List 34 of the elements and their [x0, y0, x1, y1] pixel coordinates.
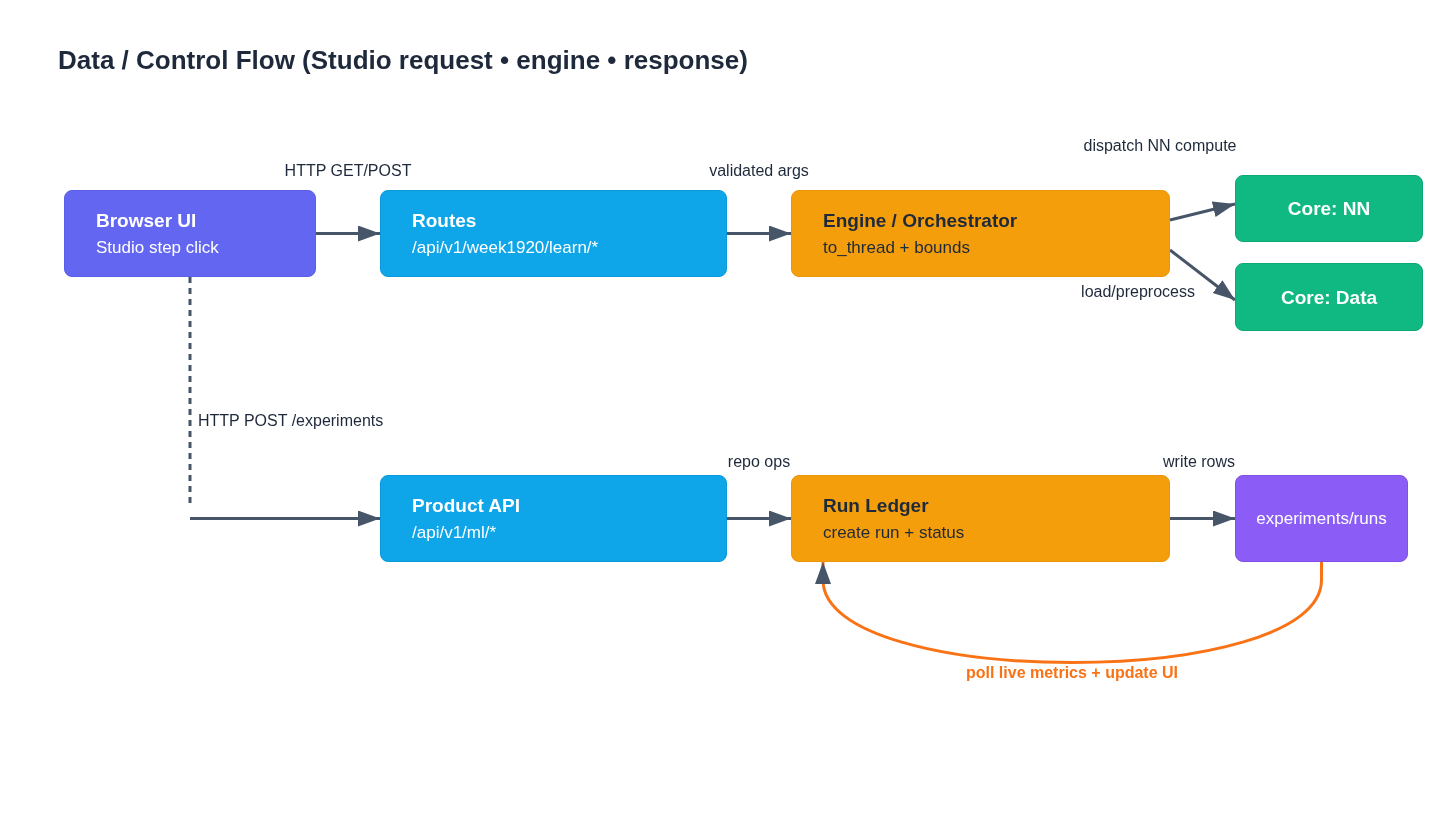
process-box — [64, 190, 316, 277]
arrow — [188, 277, 380, 527]
edge-label: dispatch NN compute — [1081, 136, 1239, 156]
process-box — [380, 190, 727, 277]
edge-label: load/preprocess — [1079, 282, 1197, 302]
process-box — [1235, 263, 1423, 331]
edge-label: validated args — [707, 161, 811, 181]
process-box — [791, 190, 1170, 277]
node-title: Engine / Orchestrator — [823, 208, 1018, 233]
process-box — [380, 475, 727, 562]
arrow — [727, 225, 791, 242]
node-subtitle: experiments/runs — [1256, 508, 1387, 530]
arrow — [316, 225, 380, 242]
node-title: Core: Data — [1280, 285, 1378, 310]
node-subtitle: /api/v1/week1920/learn/* — [412, 236, 599, 259]
node-title: Routes — [412, 208, 477, 233]
node-subtitle: Studio step click — [96, 236, 219, 259]
curved-arrow — [815, 562, 1323, 664]
node-subtitle: to_thread + bounds — [823, 236, 970, 259]
node-title: Core: NN — [1287, 197, 1371, 221]
process-box — [791, 475, 1170, 562]
diagram-title: Data / Control Flow (Studio request • engine • response) — [58, 44, 748, 77]
arrow — [1169, 201, 1236, 222]
process-box — [1235, 475, 1408, 562]
node-title: Run Ledger — [823, 493, 929, 518]
edge-label: HTTP POST /experiments — [196, 411, 386, 431]
process-box — [1235, 175, 1423, 242]
node-title: Browser UI — [96, 208, 197, 233]
node-subtitle: create run + status — [823, 521, 965, 544]
node-title: Product API — [412, 493, 521, 518]
node-subtitle: /api/v1/ml/* — [412, 521, 497, 544]
arrow — [1169, 248, 1236, 302]
arrow — [727, 510, 791, 527]
arrow — [1170, 510, 1235, 527]
